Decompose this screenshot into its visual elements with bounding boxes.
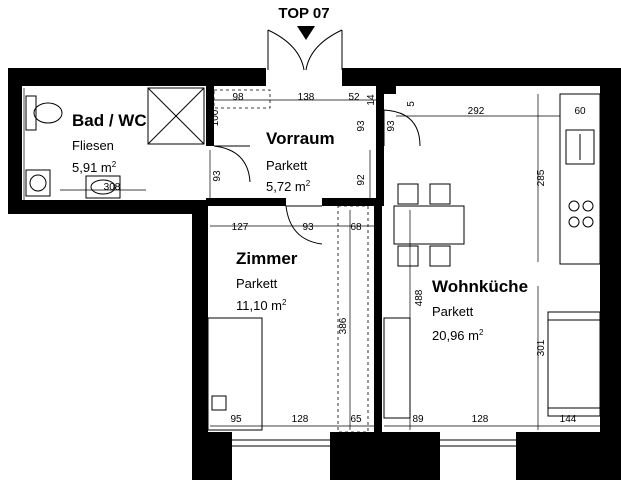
sofa: [547, 311, 601, 417]
dim-label: 92: [356, 174, 367, 186]
dim-label: 93: [302, 222, 314, 233]
dim-label: 138: [298, 92, 315, 103]
room-wohnkueche: Wohnküche Parkett 20,96 m2: [432, 277, 528, 343]
dim-label: 68: [350, 222, 362, 233]
dim-label: 285: [536, 169, 547, 186]
bed: [207, 317, 263, 431]
dining-table: [393, 183, 465, 267]
room-area: 5,72 m2: [266, 179, 311, 194]
dim-label: 93: [356, 120, 367, 132]
dim-label: 127: [232, 222, 249, 233]
dim-label: 100: [210, 109, 221, 126]
wardrobe: [213, 89, 271, 109]
room-vorraum: Vorraum Parkett 5,72 m2: [266, 129, 335, 194]
window-wohnkueche: [440, 439, 516, 447]
unit-title: TOP 07: [278, 5, 329, 22]
dimension-lines: [23, 88, 600, 430]
room-area: 20,96 m2: [432, 328, 484, 343]
dim-label: 52: [348, 92, 360, 103]
room-material: Parkett: [266, 158, 308, 173]
dim-label: 98: [232, 92, 244, 103]
room-zimmer: Zimmer Parkett 11,10 m2: [236, 249, 298, 313]
entrance-arrow-icon: [297, 26, 315, 40]
room-name: Bad / WC: [72, 111, 147, 130]
entrance-door[interactable]: [267, 29, 343, 71]
bath-door[interactable]: [213, 145, 251, 183]
outer-walls: [8, 68, 621, 480]
dim-label: 65: [350, 414, 362, 425]
dim-label: 488: [414, 289, 425, 306]
dim-label: 292: [468, 106, 485, 117]
kitchen-door[interactable]: [383, 109, 421, 147]
room-bad: Bad / WC Fliesen 5,91 m2: [72, 111, 147, 175]
zimmer-wardrobe: [337, 205, 369, 433]
dim-label: 89: [412, 414, 424, 425]
dim-label: 128: [472, 414, 489, 425]
washing-machine-icon: [25, 169, 51, 197]
dim-label: 128: [292, 414, 309, 425]
room-area: 5,91 m2: [72, 160, 117, 175]
kitchen-counter: [559, 93, 601, 265]
dim-label: 144: [560, 414, 577, 425]
room-name: Vorraum: [266, 129, 335, 148]
dim-label: 197: [8, 139, 19, 156]
interior-walls: [206, 86, 396, 432]
washbasin-icon: [85, 175, 121, 199]
dim-label: 386: [338, 317, 349, 334]
kitchen-cabinet: [383, 317, 411, 419]
window-zimmer: [232, 439, 330, 447]
dim-label: 5: [406, 101, 417, 107]
toilet-icon: [25, 95, 63, 131]
room-name: Zimmer: [236, 249, 298, 268]
room-material: Fliesen: [72, 138, 114, 153]
room-material: Parkett: [236, 276, 278, 291]
room-material: Parkett: [432, 304, 474, 319]
dim-label: 60: [574, 106, 586, 117]
dim-label: 93: [386, 120, 397, 132]
dim-label: 301: [536, 339, 547, 356]
shower-tray: [147, 87, 205, 145]
dim-label: 95: [230, 414, 242, 425]
dim-label: 93: [212, 170, 223, 182]
zimmer-door[interactable]: [285, 205, 323, 245]
dim-label: 308: [104, 182, 121, 193]
dim-label: 14: [366, 94, 377, 106]
room-name: Wohnküche: [432, 277, 528, 296]
room-area: 11,10 m2: [236, 298, 287, 313]
